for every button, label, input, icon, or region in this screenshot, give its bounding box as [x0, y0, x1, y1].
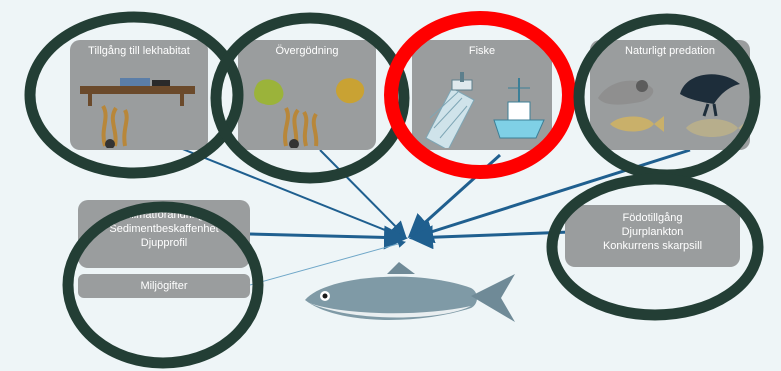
ring-fishing-highlight — [391, 18, 569, 172]
ring-food-supply — [552, 179, 758, 315]
ring-eutrophication — [216, 18, 404, 178]
ring-spawning — [30, 17, 238, 173]
ring-predation — [579, 19, 755, 175]
ring-abiotic — [68, 207, 258, 363]
